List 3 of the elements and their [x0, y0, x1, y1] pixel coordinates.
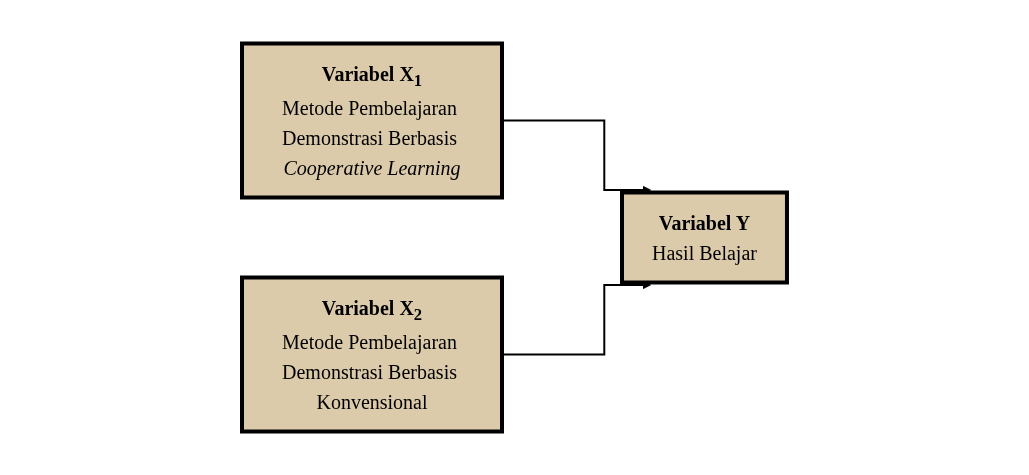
- node-box: Variabel X$_{1}$ Metode Pembelajaran Demonstrasi Berbasis Cooperative Learning: [240, 41, 504, 200]
- node-box: Variabel X$_{2}$ Metode Pembelajaran Demonstrasi Berbasis Konvensional: [240, 275, 504, 434]
- node-box: Variabel Y Hasil Belajar: [620, 190, 789, 285]
